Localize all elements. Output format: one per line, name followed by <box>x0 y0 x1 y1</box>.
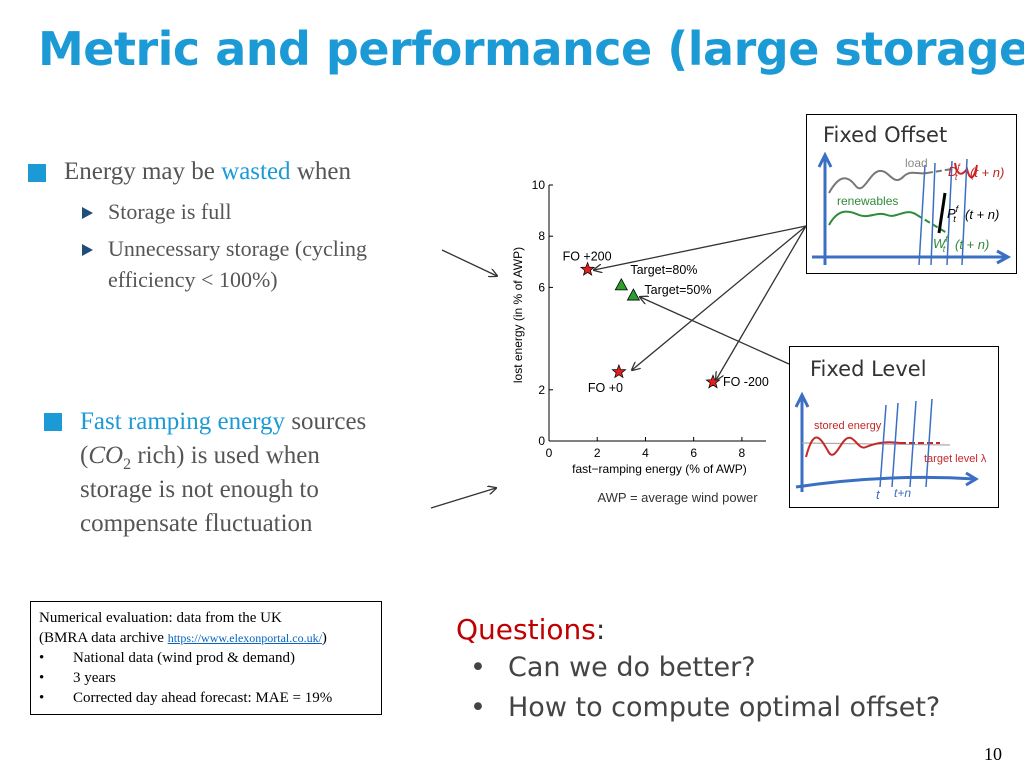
arrow <box>716 225 807 380</box>
time-line <box>909 400 917 488</box>
point-label: FO +0 <box>588 381 623 395</box>
bullet-text: rich) is used when <box>131 442 320 469</box>
t-label: t <box>876 487 881 502</box>
panel-fixed-level: Fixed Level stored energy target level λ… <box>789 346 999 508</box>
info-line: (BMRA data archive https://www.elexonpor… <box>39 630 327 646</box>
bullet-text: when <box>290 158 351 185</box>
tn-label: t+n <box>894 486 911 500</box>
axis-arrow <box>817 151 833 168</box>
target-level-label: target level λ <box>924 453 987 465</box>
x-tick-label: 4 <box>642 446 649 460</box>
renewables-label: renewables <box>837 194 898 208</box>
page-number: 10 <box>984 744 1002 764</box>
stored-energy-label: stored energy <box>814 420 882 432</box>
time-line <box>930 162 936 266</box>
info-bullet: •Corrected day ahead forecast: MAE = 19% <box>39 690 333 706</box>
point-label: Target=80% <box>630 263 697 277</box>
bullet-fast-ramping-line3: storage is not enough to <box>80 476 319 503</box>
sub-bullet-storage-full: Storage is full <box>108 199 232 224</box>
sub-bullet-arrow <box>82 207 93 219</box>
axis-arrow <box>965 471 979 487</box>
bullet-accent: Fast ramping energy <box>80 408 286 435</box>
arrow <box>430 488 496 509</box>
slide-title: Metric and performance (large storage) <box>38 22 1024 76</box>
scatter-chart: 0 2 4 6 8 0 2 6 8 10 fast−ramping energy (% of AWP… <box>511 178 769 505</box>
sub-bullet-unnecessary-line1: Unnecessary storage (cycling <box>108 236 368 261</box>
axis-arrow <box>996 249 1012 265</box>
x-tick-label: 0 <box>546 446 553 460</box>
x-tick-label: 6 <box>690 446 697 460</box>
x-tick-label: 2 <box>594 446 601 460</box>
bullet-square <box>28 164 46 182</box>
time-line <box>961 158 968 266</box>
point-label: FO +200 <box>563 249 612 263</box>
question-item: •Can we do better? <box>470 652 756 683</box>
storage-bar <box>937 192 947 234</box>
arrow <box>441 249 497 276</box>
stored-energy-curve <box>805 436 901 458</box>
y-tick-label: 10 <box>532 178 546 192</box>
elexon-link[interactable]: https://www.elexonportal.co.uk/ <box>167 631 322 645</box>
w-time: (t + n) <box>955 237 989 252</box>
y-tick-label: 6 <box>538 280 545 294</box>
info-bullet: •National data (wind prod & demand) <box>39 650 296 666</box>
time-line <box>918 164 926 266</box>
star-marker <box>611 363 627 379</box>
x-axis <box>795 475 976 489</box>
info-bullet: •3 years <box>39 670 116 686</box>
y-tick-label: 8 <box>538 229 545 243</box>
load-label: load <box>905 156 928 170</box>
arrow <box>632 225 807 370</box>
y-axis-label: lost energy (in % of AWP) <box>511 247 525 383</box>
bullet-text: sources <box>285 408 367 435</box>
time-line <box>879 404 887 488</box>
sub-bullet-arrow <box>82 244 93 256</box>
bullet-square <box>44 413 62 431</box>
bullet-energy-wasted: Energy may be wasted when <box>64 158 351 186</box>
time-line <box>946 160 953 266</box>
axis-arrow <box>794 391 810 408</box>
arrow <box>594 225 807 270</box>
questions-title: Questions: <box>456 613 606 646</box>
co2-subscript: 2 <box>123 456 132 473</box>
bullet-fast-ramping-line2: (CO2 rich) is used when <box>80 442 320 474</box>
bullet-fast-ramping-line4: compensate fluctuation <box>80 510 313 537</box>
load-forecast <box>926 168 953 174</box>
triangle-marker <box>626 288 641 301</box>
x-axis-label: fast−ramping energy (% of AWP) <box>572 462 747 476</box>
chart-caption: AWP = average wind power <box>597 490 758 505</box>
point-label: Target=50% <box>644 283 711 297</box>
arrow <box>640 297 790 365</box>
info-line: Numerical evaluation: data from the UK <box>39 610 282 626</box>
panel-title: Fixed Level <box>810 357 927 381</box>
numerical-evaluation-box: Numerical evaluation: data from the UK (… <box>30 601 382 715</box>
y-tick-label: 2 <box>538 383 545 397</box>
panel-title: Fixed Offset <box>823 123 948 147</box>
y-tick-label: 0 <box>538 434 545 448</box>
renewables-curve <box>828 210 918 226</box>
co2-formula: CO <box>88 442 124 469</box>
sub-bullet-unnecessary-line2: efficiency < 100%) <box>108 267 278 292</box>
triangle-marker <box>614 278 629 291</box>
bullet-text: ( <box>80 442 89 469</box>
bullet-text: Energy may be <box>64 158 222 185</box>
fixed-level-sketch: stored energy target level λ t t+n <box>794 391 987 502</box>
time-line <box>891 402 899 488</box>
load-curve <box>828 169 928 194</box>
bullet-accent: wasted <box>221 158 291 185</box>
time-line <box>925 398 933 488</box>
x-tick-label: 8 <box>739 446 746 460</box>
p-time: (t + n) <box>965 207 999 222</box>
d-time: (t + n) <box>970 165 1004 180</box>
point-label: FO -200 <box>723 375 769 389</box>
bullet-fast-ramping-line1: Fast ramping energy sources <box>80 408 366 436</box>
question-item: •How to compute optimal offset? <box>470 692 941 723</box>
